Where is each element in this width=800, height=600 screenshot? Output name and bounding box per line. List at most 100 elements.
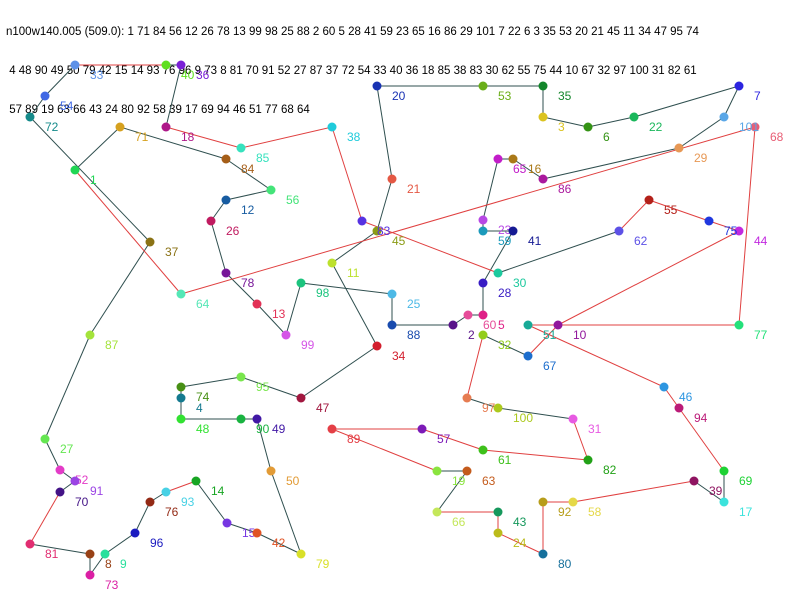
tour-edge <box>195 480 228 524</box>
city-label: 16 <box>528 162 542 176</box>
city-label: 87 <box>105 338 119 352</box>
city-label: 82 <box>603 463 617 477</box>
tour-edge <box>376 178 393 232</box>
city-node <box>493 268 503 278</box>
city-node <box>145 237 155 247</box>
tour-edge <box>497 230 620 274</box>
city-node <box>176 414 186 424</box>
city-label: 10 <box>573 328 587 342</box>
city-label: 79 <box>316 557 330 571</box>
city-label: 62 <box>634 234 648 248</box>
city-label: 53 <box>498 89 512 103</box>
tour-edge <box>29 491 61 545</box>
tour-edge <box>618 199 650 232</box>
tour-edge <box>300 282 393 295</box>
tour-edge <box>527 324 665 388</box>
city-label: 25 <box>407 297 421 311</box>
city-node <box>538 112 548 122</box>
city-label: 31 <box>588 422 602 436</box>
city-node <box>462 393 472 403</box>
city-node <box>614 226 624 236</box>
city-label: 94 <box>694 411 708 425</box>
city-label: 63 <box>482 474 496 488</box>
city-node <box>478 226 488 236</box>
city-label: 76 <box>165 505 179 519</box>
tour-edge <box>693 480 725 503</box>
city-node <box>161 122 171 132</box>
city-label: 67 <box>543 359 557 373</box>
city-label: 12 <box>241 203 255 217</box>
tour-edge <box>165 126 242 149</box>
city-node <box>478 330 488 340</box>
tour-edge <box>466 334 484 399</box>
city-node <box>55 465 65 475</box>
city-label: 47 <box>316 401 330 415</box>
city-label: 39 <box>709 484 723 498</box>
tour-edge <box>678 407 725 472</box>
tour-edge <box>572 480 695 503</box>
city-node <box>327 424 337 434</box>
tour-edge <box>226 522 258 534</box>
city-node <box>296 278 306 288</box>
city-label: 35 <box>558 89 572 103</box>
city-node <box>266 466 276 476</box>
city-label: 55 <box>664 203 678 217</box>
tour-edge <box>497 407 574 420</box>
tour-edge <box>165 64 182 128</box>
city-node <box>161 487 171 497</box>
city-node <box>734 81 744 91</box>
tour-edge <box>512 158 544 180</box>
city-node <box>478 445 488 455</box>
city-node <box>372 341 382 351</box>
city-label: 50 <box>286 474 300 488</box>
city-node <box>432 466 442 476</box>
city-label: 18 <box>181 130 195 144</box>
tour-edge <box>240 126 333 149</box>
city-label: 60 <box>483 318 497 332</box>
tour-edge <box>708 220 740 232</box>
city-node <box>85 549 95 559</box>
city-node <box>70 165 80 175</box>
city-label: 4 <box>196 401 203 415</box>
tour-edge <box>738 126 756 326</box>
city-node <box>508 154 518 164</box>
tour-edge <box>482 230 514 284</box>
city-node <box>462 466 472 476</box>
tour-edge <box>29 543 91 555</box>
city-node <box>734 320 744 330</box>
city-node <box>296 393 306 403</box>
city-label: 33 <box>90 68 104 82</box>
city-label: 22 <box>649 120 663 134</box>
city-node <box>145 497 155 507</box>
city-node <box>674 403 684 413</box>
city-label: 77 <box>754 328 768 342</box>
city-node <box>296 549 306 559</box>
city-label: 44 <box>754 234 768 248</box>
city-node <box>674 143 684 153</box>
city-label: 37 <box>165 245 179 259</box>
tour-edge <box>134 501 151 534</box>
tour-edge <box>225 189 272 201</box>
city-label: 64 <box>196 297 210 311</box>
city-label: 98 <box>316 286 330 300</box>
city-node <box>750 122 760 132</box>
tour-edge <box>104 532 136 555</box>
city-node <box>372 81 382 91</box>
city-label: 3 <box>558 120 565 134</box>
tour-edge <box>74 126 121 171</box>
city-label: 89 <box>347 432 361 446</box>
city-node <box>40 434 50 444</box>
city-label: 7 <box>754 89 761 103</box>
city-node <box>478 278 488 288</box>
tour-edge <box>331 126 363 222</box>
tour-edge <box>180 376 242 388</box>
city-label: 91 <box>90 484 104 498</box>
city-label: 68 <box>770 130 784 144</box>
city-node <box>538 549 548 559</box>
city-node <box>100 549 110 559</box>
city-label: 84 <box>241 162 255 176</box>
tour-edge <box>482 449 589 461</box>
city-label: 28 <box>498 286 512 300</box>
city-node <box>448 320 458 330</box>
tour-edge <box>678 116 725 149</box>
